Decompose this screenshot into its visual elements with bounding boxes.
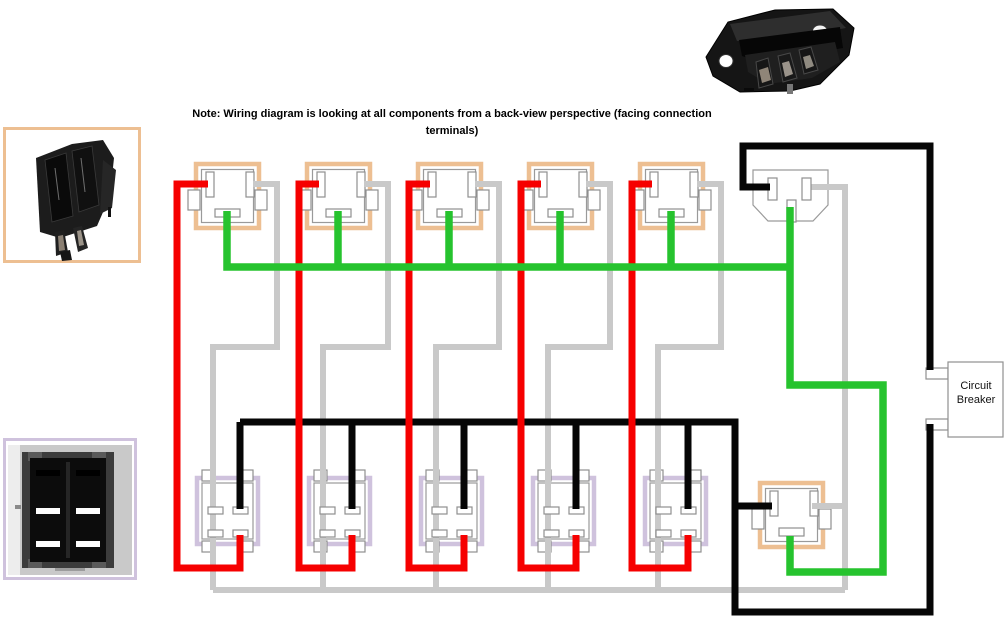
mounting-hole <box>718 54 734 68</box>
terminal-prong-highlight <box>58 235 65 251</box>
terminal-slot <box>76 541 100 547</box>
terminal-prong-highlight <box>77 230 84 246</box>
mount-tab <box>28 452 42 461</box>
photo-iec-inlet <box>705 8 855 94</box>
mount-tab <box>28 559 42 568</box>
wire-segment <box>786 207 887 576</box>
photo-detail <box>108 207 111 217</box>
terminal-slot <box>36 541 60 547</box>
wire-segment <box>320 181 391 590</box>
terminal-prong-tip <box>60 250 72 261</box>
diagram-note: Note: Wiring diagram is looking at all c… <box>192 108 712 138</box>
wire-segment <box>739 142 934 370</box>
wire-segment <box>240 418 934 616</box>
terminal-slot <box>76 508 100 514</box>
switch-symbol-bottom-4 <box>533 470 594 552</box>
wire-segment <box>223 211 790 271</box>
circuit-breaker <box>925 361 1004 438</box>
spade-terminal-highlight <box>803 55 814 69</box>
switch-symbol-bottom-2 <box>309 470 370 552</box>
rocker-paddle <box>71 145 100 213</box>
photo-background-band <box>8 445 20 575</box>
wire-segment <box>433 181 502 590</box>
black-wire-net <box>236 142 934 616</box>
photo-detail <box>55 568 85 571</box>
photo-detail <box>15 505 21 509</box>
switch-photo-wing <box>100 160 116 214</box>
wire-segment <box>173 180 244 572</box>
marking <box>80 157 86 193</box>
spade-terminal-highlight <box>782 61 793 77</box>
recess-slot <box>36 470 60 476</box>
mount-tab <box>92 452 106 461</box>
spade-terminal-highlight <box>759 67 771 83</box>
spade-terminal-tip <box>787 84 793 94</box>
wire-segment <box>811 184 848 590</box>
wire-segment <box>628 180 692 572</box>
wire-segment <box>295 180 356 572</box>
photo-rocker-switch <box>3 127 141 263</box>
gray-wire-net <box>210 181 848 593</box>
wire-segment <box>545 181 613 590</box>
switch-symbol-bottom-3 <box>421 470 482 552</box>
switch-symbol-bottom-1 <box>197 470 258 552</box>
marking <box>54 167 60 201</box>
wire-segment <box>655 181 724 590</box>
photo-detail <box>744 88 754 92</box>
switch-symbol-bottom-5 <box>645 470 706 552</box>
inlet-top-facet <box>730 11 846 41</box>
wire-segment <box>405 180 468 572</box>
terminal-pin <box>801 177 812 201</box>
photo-double-rocker-switch <box>3 438 137 580</box>
wire-segment <box>517 180 580 572</box>
paddle-divider <box>66 462 70 558</box>
breaker-box <box>947 361 1004 438</box>
red-wire-net <box>173 180 692 572</box>
mount-tab <box>92 559 106 568</box>
terminal-slot <box>36 508 60 514</box>
rocker-paddle <box>44 152 74 223</box>
circuit-breaker-label: Circuit Breaker <box>956 380 996 407</box>
recess-slot <box>76 470 100 476</box>
wire-segment <box>210 181 280 590</box>
green-wire-net <box>223 207 887 576</box>
